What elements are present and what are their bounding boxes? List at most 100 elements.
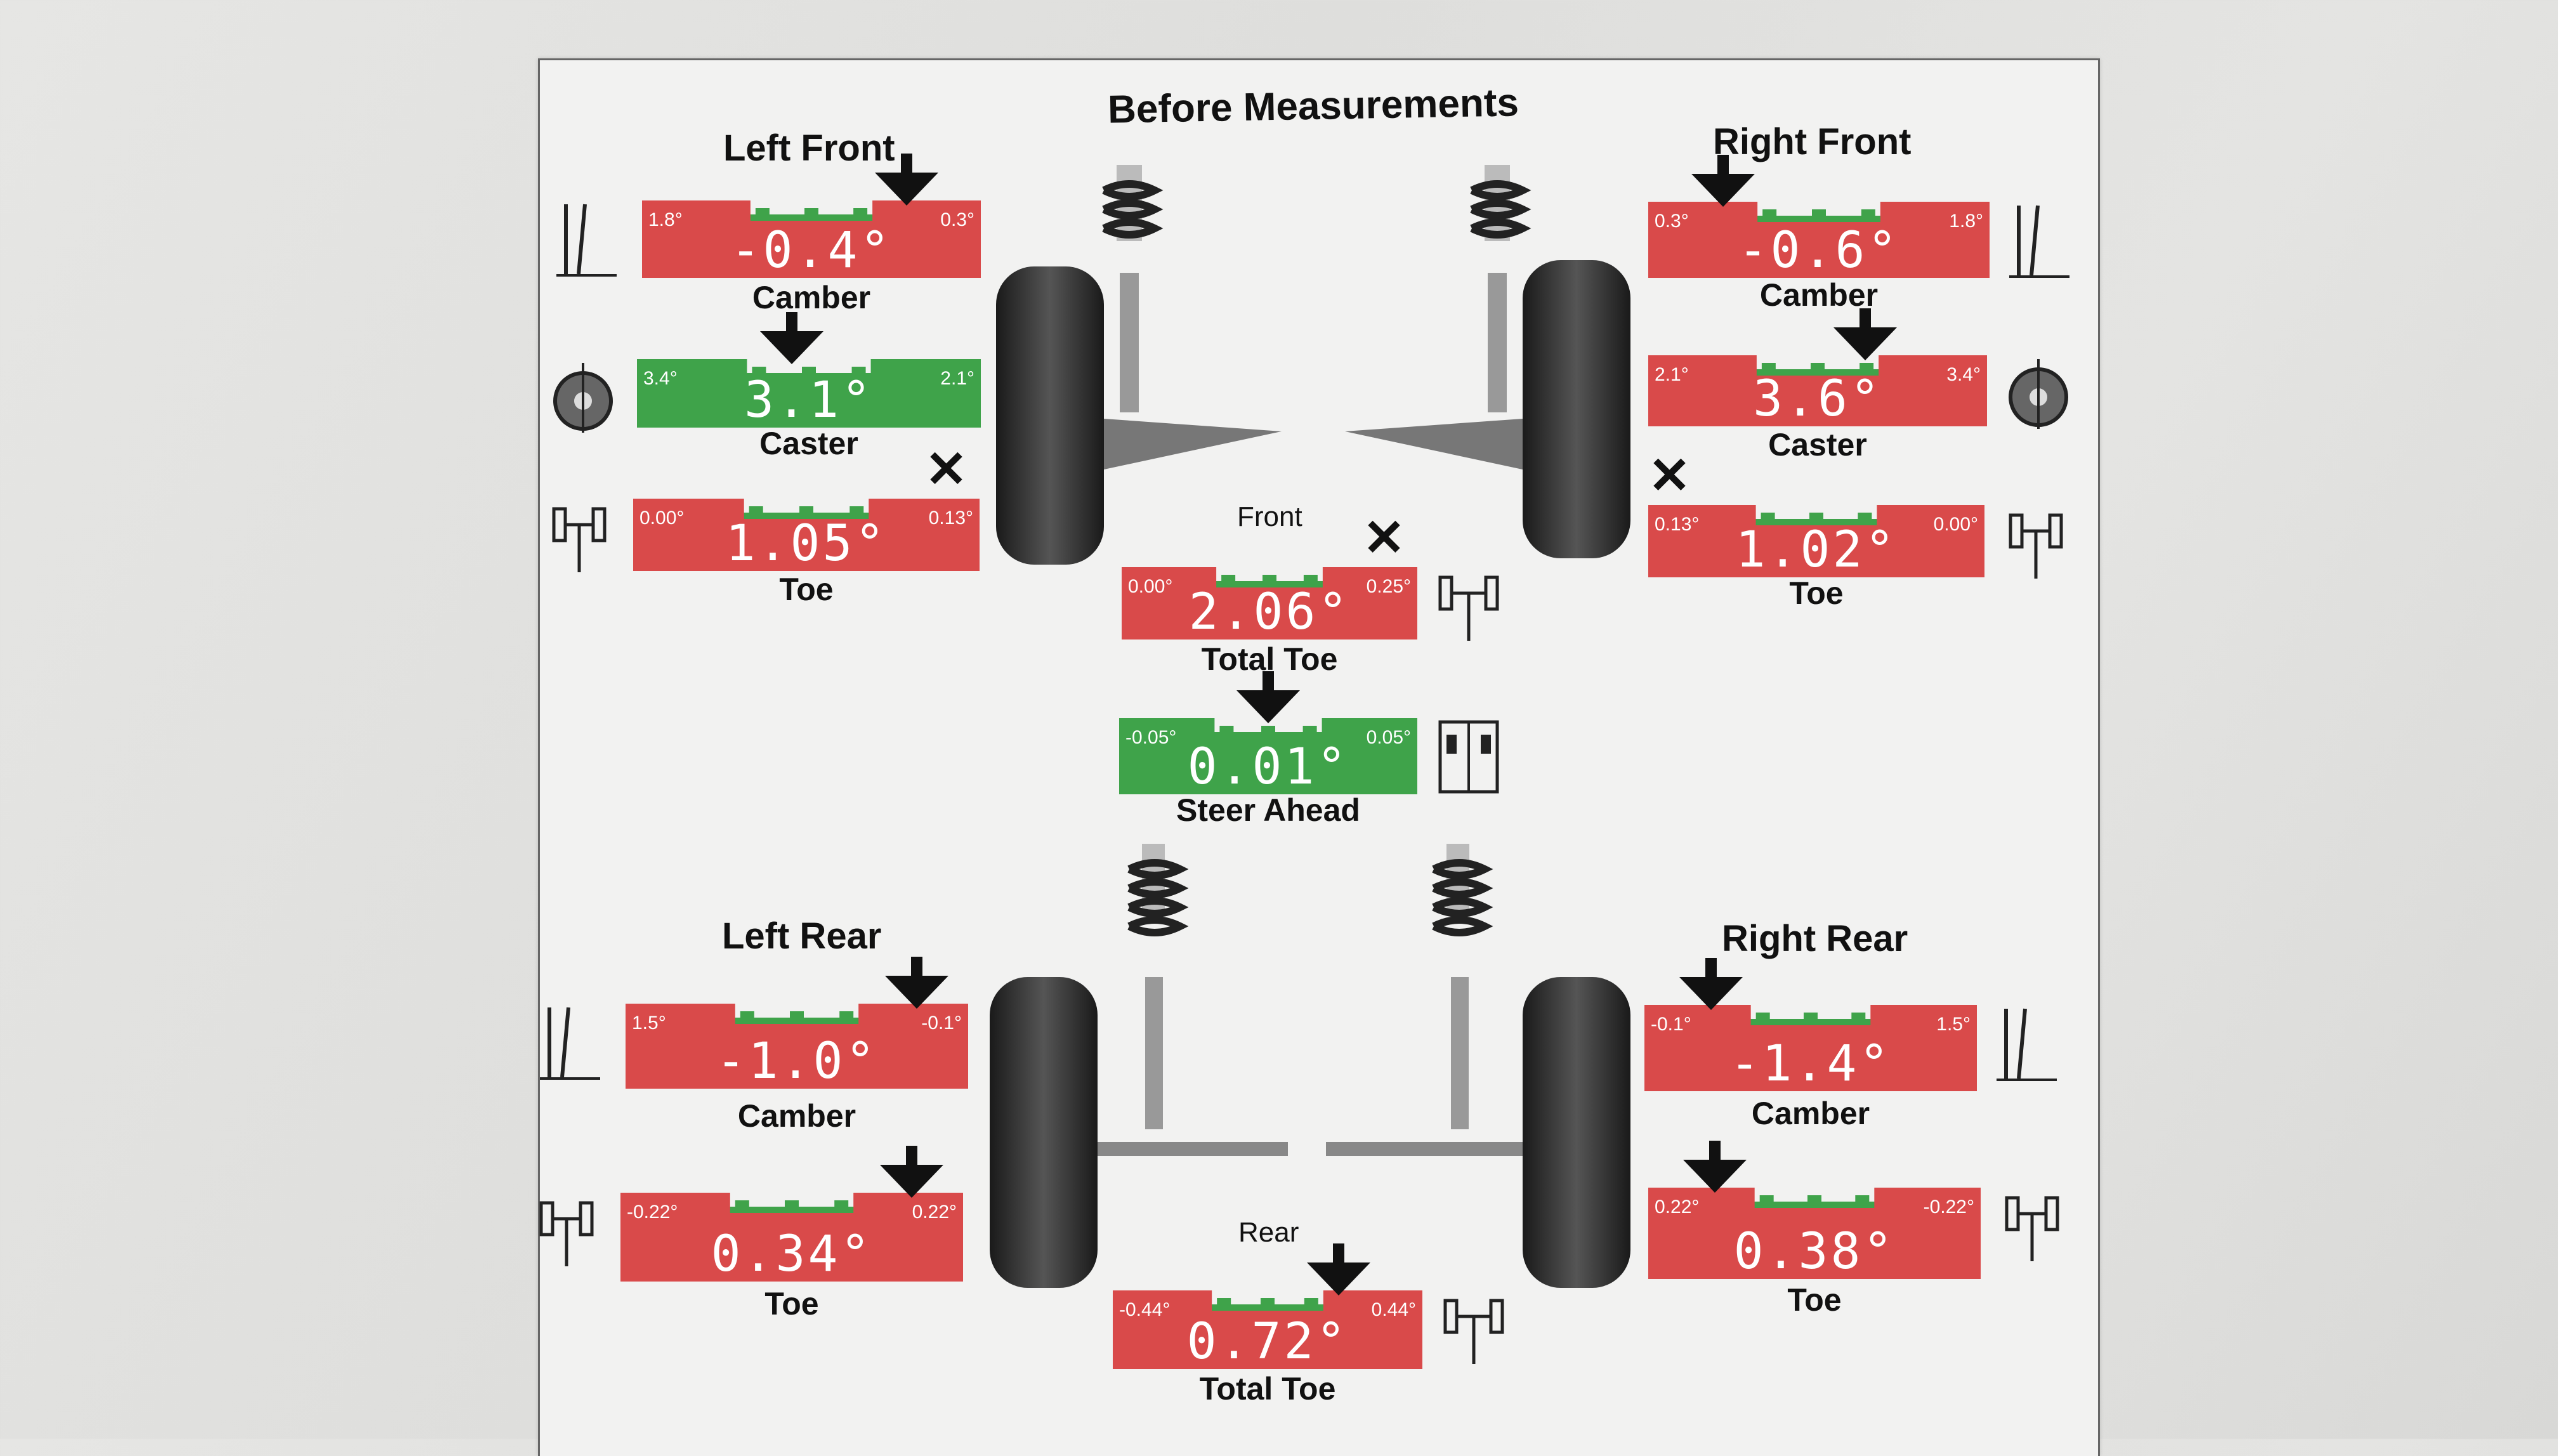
gauge-reading: 2.06° [1188, 584, 1351, 641]
target-band [1755, 519, 1877, 525]
rear-total-toe-label: Total Toe [1199, 1371, 1336, 1407]
heading-right-front: Right Front [1713, 121, 1912, 162]
rf-caster-label: Caster [1768, 427, 1867, 462]
out-of-range-icon: ✕ [925, 441, 968, 497]
gauge-bar [633, 499, 980, 571]
gauge-bar-fill [1644, 1005, 1977, 1091]
heading-right-rear: Right Rear [1722, 918, 1908, 959]
target-band [747, 373, 871, 379]
lr-camber-gauge: 1.5° -0.1° -1.0° [626, 1004, 968, 1089]
gauge-bar-fill [633, 499, 980, 571]
lf-toe-label: Toe [779, 572, 834, 607]
gauge-bar-fill [1119, 718, 1417, 794]
gauge-reading: 1.02° [1735, 521, 1898, 579]
gauge-left-limit: 0.00° [640, 508, 685, 528]
toe-icon [552, 507, 607, 572]
gauge-left-limit: 1.5° [632, 1013, 666, 1033]
out-of-range-icon: ✕ [1648, 447, 1691, 504]
gauge-bar [1648, 505, 1984, 577]
gauge-bar [1119, 718, 1417, 794]
front-total-toe-gauge: 0.00° 0.25° 2.06° [1122, 567, 1417, 639]
gauge-left-limit: 3.4° [643, 368, 678, 389]
lf-toe-gauge: 0.00° 0.13° 1.05° [633, 499, 980, 571]
caster-icon [2009, 359, 2068, 429]
gauge-left-limit: 1.8° [648, 209, 683, 230]
gauge-left-limit: 2.1° [1655, 364, 1689, 385]
gauge-left-limit: 0.3° [1655, 211, 1689, 232]
rr-camber-gauge: -0.1° 1.5° -1.4° [1644, 1005, 1977, 1091]
gauge-reading: 1.05° [725, 515, 888, 572]
camber-icon [1997, 1008, 2057, 1081]
gauge-left-limit: -0.05° [1125, 727, 1177, 748]
rear-suspension-illustration [990, 844, 1630, 1288]
lr-toe-label: Toe [764, 1286, 819, 1322]
lf-camber-gauge: 1.8° 0.3° -0.4° [642, 200, 981, 278]
gauge-bar-fill [1113, 1290, 1422, 1369]
target-band [1754, 1202, 1875, 1208]
gauge-bar-fill [637, 359, 981, 428]
toe-icon [2005, 1196, 2059, 1261]
gauge-right-limit: 1.8° [1949, 211, 1983, 232]
gauge-bar [626, 1004, 968, 1089]
lr-toe-gauge: -0.22°0.22°0.34° [620, 1193, 963, 1282]
lf-caster-label: Caster [759, 426, 858, 461]
camber-icon [556, 204, 617, 277]
rf-camber-label: Camber [1759, 277, 1879, 313]
lf-camber-label: Camber [752, 280, 871, 315]
gauge-bar [1648, 1188, 1981, 1279]
label-front: Front [1237, 501, 1302, 532]
gauge-left-limit: 0.22° [1655, 1197, 1700, 1217]
gauge-right-limit: 0.3° [940, 209, 974, 230]
gauge-reading: -1.0° [716, 1033, 878, 1090]
rr-toe-label: Toe [1787, 1282, 1842, 1318]
gauge-reading: 0.01° [1187, 738, 1349, 796]
gauge-left-limit: -0.22° [627, 1202, 678, 1223]
rf-caster-gauge: 2.1°3.4°3.6° [1648, 355, 1987, 426]
target-band [730, 1207, 854, 1213]
steer-ahead-icon [1438, 720, 1499, 794]
gauge-bar [1113, 1290, 1422, 1369]
target-band [1757, 216, 1880, 222]
gauge-reading: 0.34° [711, 1226, 873, 1283]
gauge-reading: 0.72° [1186, 1313, 1349, 1370]
gauge-bar-fill [620, 1193, 963, 1282]
gauge-right-limit: 1.5° [1936, 1014, 1971, 1035]
gauge-right-limit: 0.25° [1366, 576, 1411, 597]
gauge-reading: 3.6° [1753, 371, 1882, 428]
gauge-bar [637, 359, 981, 428]
target-band [744, 513, 869, 519]
gauge-reading: 0.38° [1733, 1223, 1896, 1280]
gauge-bar-fill [1648, 1188, 1981, 1279]
camber-icon [540, 1007, 600, 1080]
gauge-bar [1644, 1005, 1977, 1091]
gauge-reading: -0.4° [730, 222, 893, 279]
lf-caster-gauge: 3.4°2.1°3.1° [637, 359, 981, 428]
toe-icon [539, 1201, 594, 1266]
front-suspension-illustration [996, 165, 1630, 565]
gauge-left-limit: 0.13° [1655, 514, 1700, 535]
target-band [750, 214, 873, 221]
target-band [1214, 732, 1322, 738]
gauge-left-limit: -0.1° [1651, 1014, 1691, 1035]
gauge-left-limit: 0.00° [1128, 576, 1173, 597]
target-band [1212, 1304, 1323, 1311]
gauge-reading: -0.6° [1738, 222, 1900, 279]
gauge-right-limit: 0.00° [1933, 514, 1978, 535]
gauge-reading: -1.4° [1729, 1035, 1892, 1092]
rear-total-toe-gauge: -0.44°0.44°0.72° [1113, 1290, 1422, 1369]
gauge-right-limit: 2.1° [940, 368, 974, 389]
gauge-bar-fill [1122, 567, 1417, 639]
gauge-bar [1122, 567, 1417, 639]
lr-camber-label: Camber [737, 1098, 856, 1134]
gauge-right-limit: -0.1° [921, 1013, 962, 1033]
rf-toe-label: Toe [1789, 575, 1844, 611]
rf-camber-gauge: 0.3° 1.8° -0.6° [1648, 202, 1990, 278]
gauge-right-limit: 0.13° [928, 508, 973, 528]
rr-toe-gauge: 0.22°-0.22°0.38° [1648, 1188, 1981, 1279]
heading-left-front: Left Front [723, 128, 895, 169]
gauge-bar [1648, 202, 1990, 278]
total-toe-icon [1443, 1299, 1504, 1364]
gauge-bar [620, 1193, 963, 1282]
gauge-bar [1648, 355, 1987, 426]
gauge-bar-fill [1648, 355, 1987, 426]
